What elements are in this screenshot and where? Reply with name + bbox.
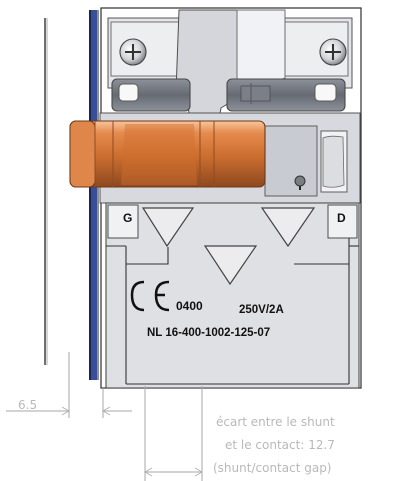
reference-line (44, 18, 48, 365)
marking-plate: 0400 250V/2A NL 16-400-1002-125-07 CE (130, 280, 284, 339)
gap-label-en: (shunt/contact gap) (213, 461, 332, 475)
rating-code: 0400 (176, 299, 203, 313)
offset-value: 6.5 (18, 398, 37, 412)
blue-frame (89, 10, 99, 380)
right-letter: D (337, 211, 346, 225)
gap-label-fr-1: écart entre le shunt (216, 415, 335, 429)
offset-dimension: 6.5 (6, 352, 132, 418)
gap-label-fr-2: et le contact: 12.7 (225, 438, 335, 452)
left-triangle-icon (141, 207, 195, 248)
orange-shunt (69, 120, 266, 188)
gap-dimension: écart entre le shunt et le contact: 12.7… (143, 386, 335, 481)
rating-value: 250V/2A (239, 304, 284, 316)
contact-body (99, 7, 362, 389)
center-triangle-icon (203, 245, 258, 286)
left-letter: G (123, 211, 132, 225)
right-triangle-icon (260, 207, 316, 248)
part-number: NL 16-400-1002-125-07 (147, 327, 270, 339)
